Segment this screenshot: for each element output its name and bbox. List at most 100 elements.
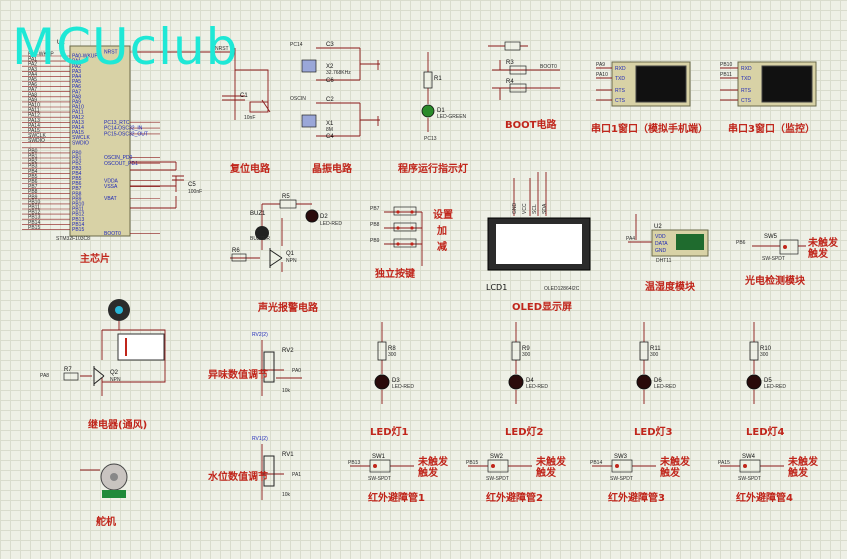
oled-pin: SCL bbox=[532, 204, 538, 214]
c2-ref: C2 bbox=[326, 97, 334, 103]
uart1-window: RXD TXD RTS CTS PA9 PA10 bbox=[596, 61, 691, 107]
led-resistor-value: 300 bbox=[388, 352, 397, 358]
uart1-txd: TXD bbox=[615, 76, 625, 82]
label-keys: 独立按键 bbox=[375, 269, 415, 280]
r3-ref: R3 bbox=[506, 60, 514, 66]
ir-net: PB15 bbox=[466, 460, 478, 466]
sw5-triggered: 触发 bbox=[808, 249, 828, 260]
mcu-pin-right: VDDA bbox=[104, 178, 119, 184]
mcu-net-left: PA10 bbox=[28, 103, 40, 109]
mcu-pin-left: SWDIO bbox=[72, 140, 89, 146]
key-switch bbox=[393, 206, 417, 216]
uart3-txd: TXD bbox=[741, 76, 751, 82]
label-buzzer: 声光报警电路 bbox=[258, 303, 318, 314]
mcu-pin-left: PA1 bbox=[72, 59, 81, 65]
uart1-cts: CTS bbox=[615, 98, 626, 104]
label-water: 水位数值调节 bbox=[208, 472, 268, 483]
label-ir4: 红外避障管4 bbox=[736, 493, 793, 504]
r5-ref: R5 bbox=[282, 194, 290, 200]
label-servo: 舵机 bbox=[96, 517, 116, 528]
mcu-pin-left: PB2 bbox=[72, 161, 82, 167]
mcu-pin-left: PB0 bbox=[72, 151, 82, 157]
uart3-cts: CTS bbox=[741, 98, 752, 104]
mcu-pin-left: PA11 bbox=[72, 110, 84, 116]
led-resistor-ref: R10 bbox=[760, 346, 772, 352]
dht-net: PA4 bbox=[626, 236, 635, 242]
u1-ref: U1 bbox=[57, 40, 65, 46]
ir-net: PB13 bbox=[348, 460, 360, 466]
ir-contact bbox=[743, 464, 747, 468]
label-run-led: 程序运行指示灯 bbox=[398, 164, 468, 175]
uart3-rxd: RXD bbox=[741, 66, 752, 72]
led-resistor-value: 300 bbox=[650, 352, 659, 358]
mcu-pin-left: PB7 bbox=[72, 186, 82, 192]
mcu-part: STM32F103C8 bbox=[56, 236, 90, 242]
mcu-net-left: PA15 bbox=[28, 128, 40, 134]
mcu-pin-left: PA15 bbox=[72, 130, 84, 136]
led-diode bbox=[374, 374, 390, 390]
rv1-value: 10k bbox=[282, 492, 291, 498]
sw3-state: 未触发 触发 bbox=[660, 457, 690, 479]
mcu-pin-left: PB13 bbox=[72, 217, 84, 223]
uart1-rxd: RXD bbox=[615, 66, 626, 72]
mcu-net-left: PA8 bbox=[28, 92, 37, 98]
relay-net: PA8 bbox=[40, 373, 49, 379]
mcu-net-left: PB3 bbox=[28, 164, 38, 170]
mcu-net-left: PA13 bbox=[28, 118, 40, 124]
key-contact bbox=[410, 210, 414, 214]
uart3-rts: RTS bbox=[741, 88, 752, 94]
mcu-net-left: PB11 bbox=[28, 205, 40, 211]
label-reset: 复位电路 bbox=[230, 164, 270, 175]
led-resistor bbox=[377, 341, 387, 361]
mcu-net-left: PB12 bbox=[28, 210, 40, 216]
mcu-net-left: PB4 bbox=[28, 169, 38, 175]
mcu-net-left: PA9 bbox=[28, 97, 37, 103]
oscin-net: OSCIN bbox=[290, 96, 306, 102]
mcu-pin-left: PA0-WKUP bbox=[72, 54, 98, 60]
mcu-pin-left: PA9 bbox=[72, 100, 81, 106]
mcu-pin-left: PA12 bbox=[72, 115, 84, 121]
dht-data: DATA bbox=[655, 241, 668, 247]
c4-ref: C4 bbox=[326, 134, 334, 140]
mcu-pin-right: OSCIN_PD0 bbox=[104, 155, 133, 161]
mcu-net-left: PB9 bbox=[28, 194, 38, 200]
led-resistor bbox=[749, 341, 759, 361]
mcu-net-left: PB13 bbox=[28, 215, 40, 221]
label-boot: BOOT电路 bbox=[505, 120, 557, 131]
oled-part: OLED12864I2C bbox=[544, 286, 580, 292]
key2-net: PB8 bbox=[370, 222, 380, 228]
run-led: R1 D1 LED-GREEN PC13 bbox=[421, 52, 467, 142]
c3-ref: C3 bbox=[326, 42, 334, 48]
buzzer-circuit: BUZ1 BUZZER R5 D2 LED-RED R6 Q1 NPN bbox=[230, 194, 342, 272]
mcu-net-left: PB0 bbox=[28, 148, 38, 154]
sw2-untriggered: 未触发 bbox=[536, 457, 566, 468]
mcu-pin-right: PC15-OSC32_OUT bbox=[104, 132, 148, 138]
ir-ref: SW1 bbox=[372, 454, 386, 460]
sw1-untriggered: 未触发 bbox=[418, 457, 448, 468]
pot-rv2: RV2 10k RV2(2) PA0 bbox=[252, 332, 302, 396]
led-diode bbox=[508, 374, 524, 390]
ir-switch-body bbox=[739, 459, 761, 473]
mcu-net-left: PA0-WKUP bbox=[28, 52, 54, 58]
led-ref: D3 bbox=[392, 378, 400, 384]
label-ir1: 红外避障管1 bbox=[368, 493, 425, 504]
r7-ref: R7 bbox=[64, 367, 72, 373]
led-type: LED-RED bbox=[764, 384, 786, 390]
ir-type: SW-SPDT bbox=[738, 476, 761, 482]
led-resistor-value: 300 bbox=[760, 352, 769, 358]
key-contact bbox=[410, 226, 414, 230]
dht-part: DHT11 bbox=[656, 258, 672, 264]
ir-ref: SW3 bbox=[614, 454, 628, 460]
key-contact bbox=[396, 242, 400, 246]
c5-value: 100nF bbox=[188, 189, 202, 195]
ir-ref: SW4 bbox=[742, 454, 756, 460]
key-label-sub: 减 bbox=[437, 242, 447, 253]
mcu-pin-right: NRST bbox=[104, 50, 118, 56]
ir-net: PA15 bbox=[718, 460, 730, 466]
uart3-pb10: PB10 bbox=[720, 62, 732, 68]
led-resistor bbox=[511, 341, 521, 361]
mcu-pin-left: PB9 bbox=[72, 196, 82, 202]
sw2-state: 未触发 触发 bbox=[536, 457, 566, 479]
